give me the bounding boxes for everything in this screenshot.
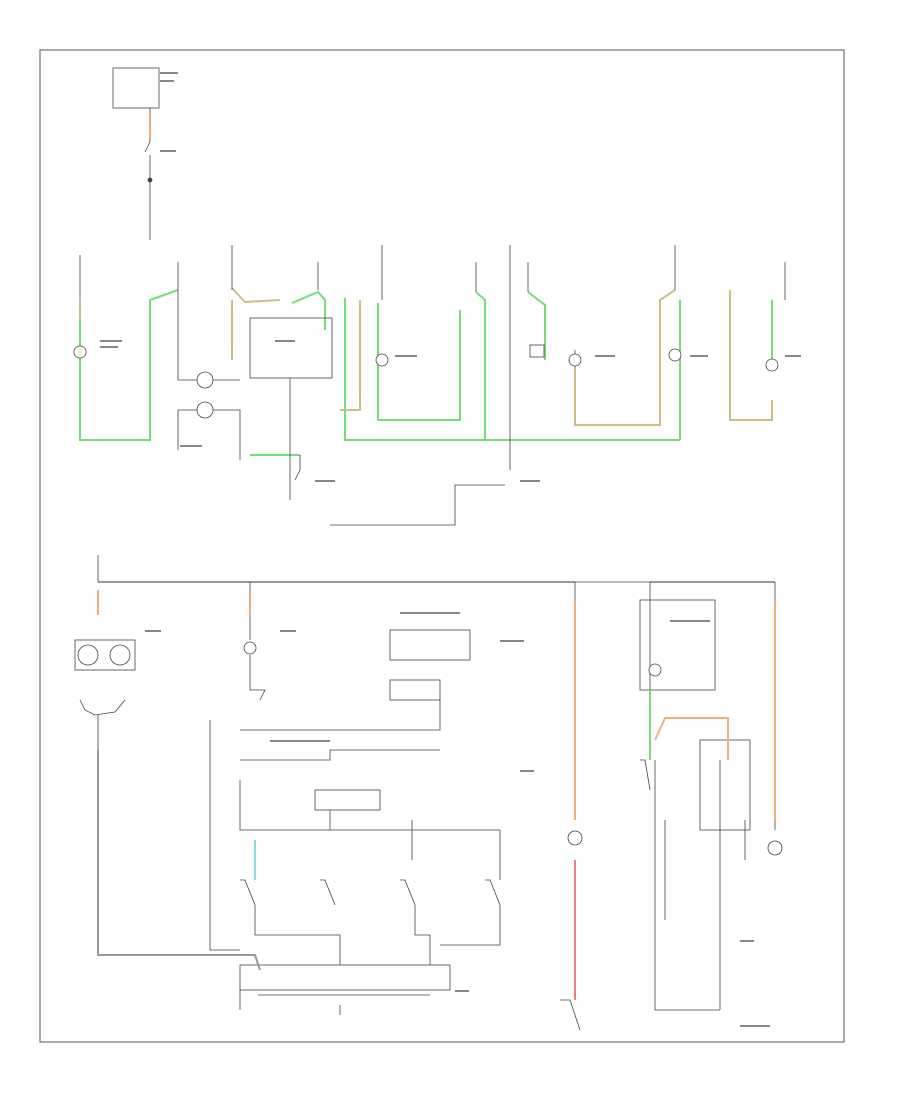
tan-wires	[79, 287, 773, 426]
bulb-4-icon	[375, 353, 389, 367]
lamp-left-1-icon	[77, 644, 99, 666]
bulb-3-icon	[196, 401, 214, 419]
wire-orange-step	[654, 717, 729, 760]
connector-1-icon	[529, 344, 545, 358]
lower-black-wiring	[74, 555, 783, 1031]
dimmer-module	[249, 317, 333, 379]
dome-bulb-icon	[767, 840, 783, 856]
module-box-center	[314, 789, 381, 811]
bulb-5-icon	[568, 353, 582, 367]
bulb-6-icon	[668, 348, 682, 362]
ground-block	[239, 964, 451, 991]
green-ground-wires	[79, 289, 773, 456]
upper-black-wiring	[79, 245, 786, 526]
diagram-border	[39, 49, 845, 1043]
lamp-housing-left	[74, 639, 136, 671]
upper-bulbs	[73, 344, 779, 419]
step-bulb-icon	[648, 663, 662, 677]
bulb-1-icon	[73, 345, 87, 359]
lamp-left-2-icon	[109, 644, 131, 666]
wire-gray-ground	[97, 750, 261, 971]
illegible-labels	[100, 72, 801, 1027]
bulb-7-icon	[765, 358, 779, 372]
relay-box	[389, 679, 441, 701]
bulb-2-icon	[196, 371, 214, 389]
fuse-box-top	[112, 67, 160, 109]
reading-lamp-module	[699, 739, 751, 831]
right-module	[639, 599, 716, 691]
courtesy-bulb-icon	[243, 641, 257, 655]
top-ignition-circuit	[112, 67, 160, 240]
cargo-bulb-icon	[567, 830, 583, 846]
switch-box-center	[389, 629, 471, 661]
